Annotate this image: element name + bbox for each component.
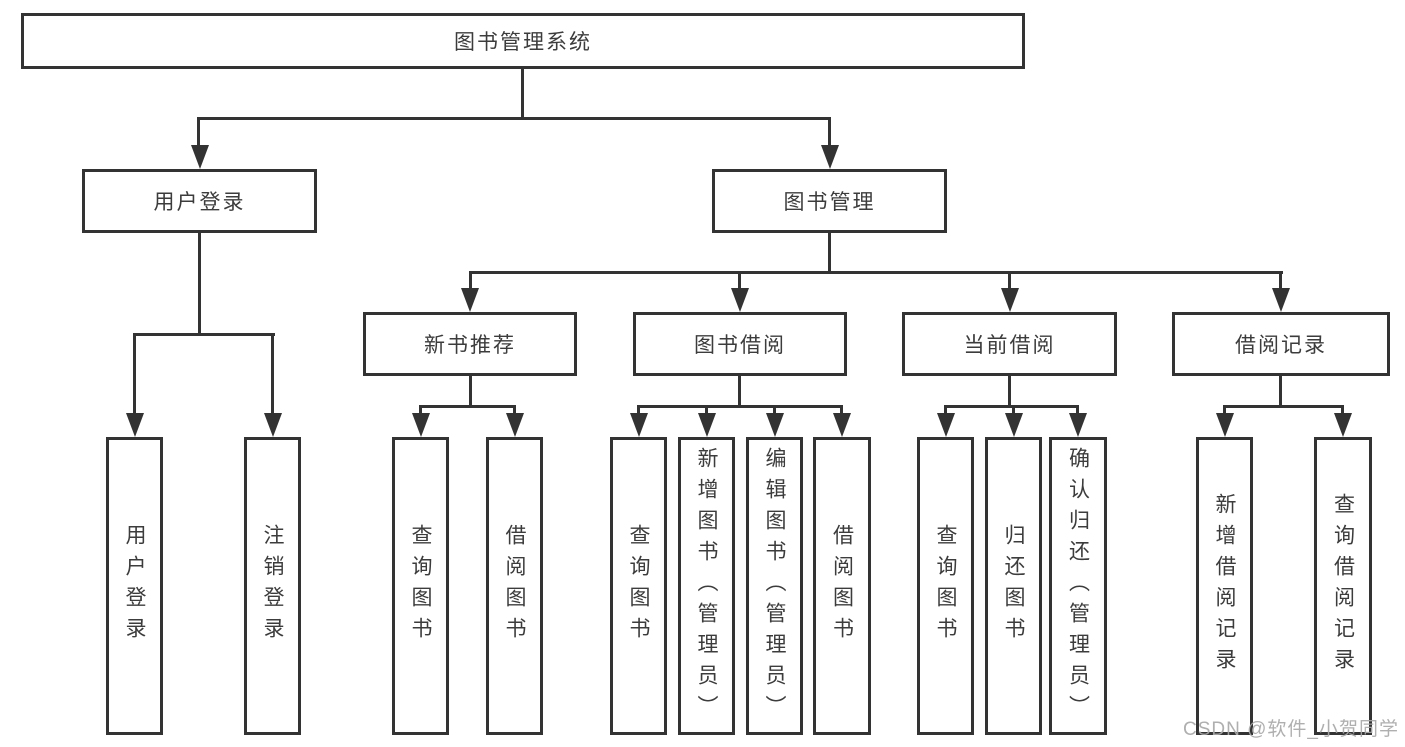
connector-line xyxy=(271,333,274,415)
node-label: 新增图书（管理员） xyxy=(695,446,719,726)
connector-line xyxy=(1279,271,1282,292)
arrowhead-icon xyxy=(821,145,839,169)
node-label: 查询图书 xyxy=(627,524,651,648)
node-book-management: 图书管理 xyxy=(712,169,947,233)
node-user-login: 用户登录 xyxy=(82,169,317,233)
node-library-system: 图书管理系统 xyxy=(21,13,1025,69)
node-current-borrowing: 当前借阅 xyxy=(902,312,1117,376)
connector-line xyxy=(197,117,831,120)
connector-line xyxy=(1341,405,1344,417)
node-leaf-records-add-record: 新增借阅记录 xyxy=(1196,437,1253,735)
connector-line xyxy=(1223,405,1344,408)
node-label: 用户登录 xyxy=(123,524,147,648)
arrowhead-icon xyxy=(1001,288,1019,312)
node-leaf-current-confirm-return-admin: 确认归还（管理员） xyxy=(1049,437,1107,735)
node-leaf-user-login: 用户登录 xyxy=(106,437,163,735)
node-label: 新增借阅记录 xyxy=(1213,493,1237,679)
node-borrow-records: 借阅记录 xyxy=(1172,312,1390,376)
node-leaf-records-query-record: 查询借阅记录 xyxy=(1314,437,1372,735)
node-label: 借阅图书 xyxy=(830,524,854,648)
node-label: 图书管理 xyxy=(783,191,876,214)
node-label: 图书管理系统 xyxy=(454,31,592,54)
node-leaf-borrowing-edit-books-admin: 编辑图书（管理员） xyxy=(746,437,803,735)
connector-line xyxy=(1008,376,1011,407)
node-leaf-current-return-books: 归还图书 xyxy=(985,437,1042,735)
connector-line xyxy=(637,405,640,417)
connector-line xyxy=(773,405,776,417)
node-label: 借阅图书 xyxy=(503,524,527,648)
connector-line xyxy=(828,233,831,273)
connector-line xyxy=(840,405,843,417)
connector-line xyxy=(133,333,136,415)
connector-line xyxy=(419,405,422,417)
node-new-book-recommend: 新书推荐 xyxy=(363,312,577,376)
arrowhead-icon xyxy=(1005,413,1023,437)
arrowhead-icon xyxy=(126,413,144,437)
node-book-borrowing: 图书借阅 xyxy=(633,312,847,376)
node-label: 注销登录 xyxy=(261,524,285,648)
arrowhead-icon xyxy=(1334,413,1352,437)
node-label: 新书推荐 xyxy=(424,334,516,357)
connector-line xyxy=(1008,271,1011,292)
connector-line xyxy=(705,405,708,417)
arrowhead-icon xyxy=(1272,288,1290,312)
connector-line xyxy=(198,233,201,336)
node-leaf-recommend-borrow-books: 借阅图书 xyxy=(486,437,543,735)
node-label: 查询图书 xyxy=(934,524,958,648)
arrowhead-icon xyxy=(766,413,784,437)
node-leaf-recommend-query-books: 查询图书 xyxy=(392,437,449,735)
connector-line xyxy=(944,405,1079,408)
connector-line xyxy=(1223,405,1226,417)
connector-line xyxy=(738,376,741,407)
connector-line xyxy=(738,271,741,292)
connector-line xyxy=(469,271,1283,274)
watermark: CSDN @软件_小贺同学 xyxy=(1183,719,1399,740)
connector-line xyxy=(521,69,524,119)
arrowhead-icon xyxy=(630,413,648,437)
arrowhead-icon xyxy=(264,413,282,437)
node-leaf-current-query-books: 查询图书 xyxy=(917,437,974,735)
arrowhead-icon xyxy=(412,413,430,437)
arrowhead-icon xyxy=(1216,413,1234,437)
node-label: 查询借阅记录 xyxy=(1331,493,1355,679)
connector-line xyxy=(419,405,516,408)
connector-line xyxy=(197,117,200,147)
connector-line xyxy=(637,405,843,408)
arrowhead-icon xyxy=(937,413,955,437)
connector-line xyxy=(1279,376,1282,407)
node-label: 确认归还（管理员） xyxy=(1066,446,1090,726)
connector-line xyxy=(513,405,516,417)
arrowhead-icon xyxy=(1069,413,1087,437)
node-label: 查询图书 xyxy=(409,524,433,648)
node-leaf-borrowing-borrow-books: 借阅图书 xyxy=(813,437,871,735)
connector-line xyxy=(469,376,472,407)
node-label: 图书借阅 xyxy=(694,334,786,357)
arrowhead-icon xyxy=(191,145,209,169)
arrowhead-icon xyxy=(461,288,479,312)
node-label: 用户登录 xyxy=(153,191,246,214)
arrowhead-icon xyxy=(833,413,851,437)
node-label: 编辑图书（管理员） xyxy=(763,446,787,726)
node-label: 当前借阅 xyxy=(963,334,1056,357)
node-leaf-borrowing-add-books-admin: 新增图书（管理员） xyxy=(678,437,735,735)
connector-line xyxy=(133,333,275,336)
node-label: 借阅记录 xyxy=(1235,334,1327,357)
connector-line xyxy=(944,405,947,417)
connector-line xyxy=(1012,405,1015,417)
connector-line xyxy=(1076,405,1079,417)
node-leaf-logout: 注销登录 xyxy=(244,437,301,735)
connector-line xyxy=(469,271,472,292)
node-label: 归还图书 xyxy=(1002,524,1026,648)
arrowhead-icon xyxy=(698,413,716,437)
arrowhead-icon xyxy=(506,413,524,437)
arrowhead-icon xyxy=(731,288,749,312)
node-leaf-borrowing-query-books: 查询图书 xyxy=(610,437,667,735)
connector-line xyxy=(828,117,831,147)
